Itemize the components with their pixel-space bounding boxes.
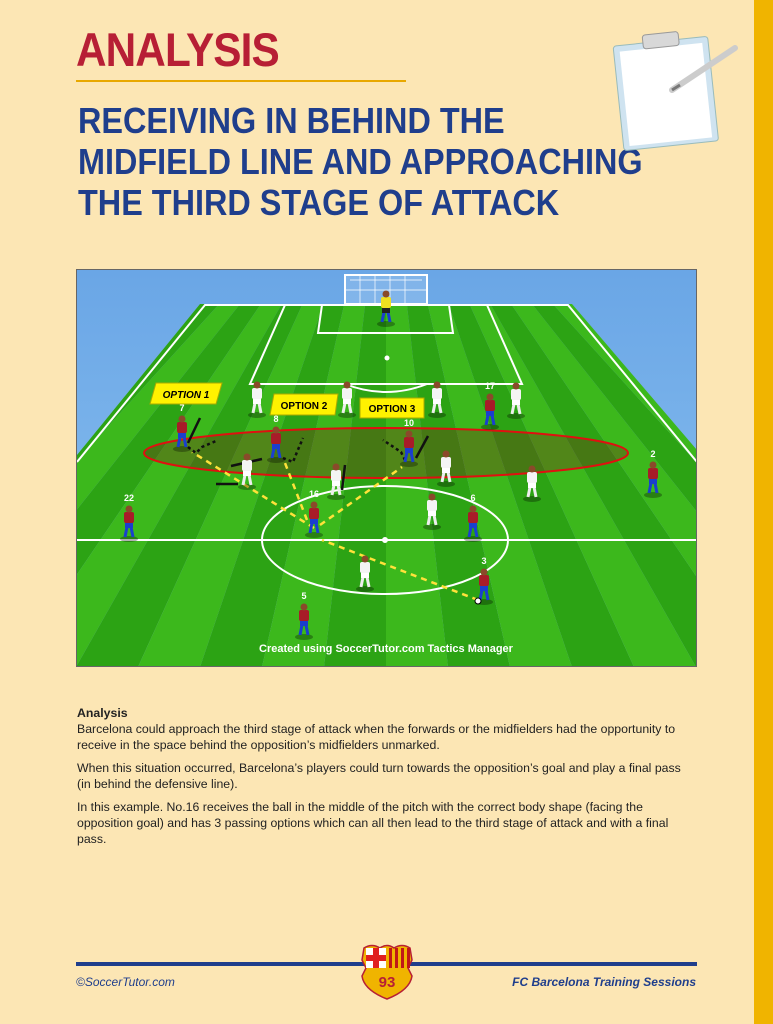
pass-line bbox=[321, 538, 479, 602]
opponent-player bbox=[327, 463, 345, 500]
opponent-player bbox=[437, 450, 455, 487]
opponent-player bbox=[248, 381, 266, 418]
pitch-stripe bbox=[77, 304, 267, 667]
barcelona-crest-icon: 93 bbox=[361, 944, 413, 1000]
opponent-player bbox=[423, 493, 441, 530]
tactics-diagram: 7 8 10 17 2 22 16 6 3 5 OPTION 1 OPTION … bbox=[76, 269, 698, 667]
players: 7 8 10 17 2 22 16 6 3 5 bbox=[120, 290, 662, 640]
pitch-stripe bbox=[324, 304, 386, 667]
player-number: 22 bbox=[124, 493, 134, 503]
pitch-stripe bbox=[386, 304, 448, 667]
pitch-stripe bbox=[420, 304, 572, 667]
player-number: 10 bbox=[404, 418, 414, 428]
opponent-player bbox=[338, 381, 356, 418]
player-number: 5 bbox=[301, 591, 306, 601]
opponent-player bbox=[507, 382, 525, 419]
opponent-player bbox=[238, 453, 256, 490]
pitch-stripe bbox=[522, 304, 697, 667]
player-number: 16 bbox=[309, 489, 319, 499]
paragraph: In this example. No.16 receives the ball… bbox=[77, 800, 669, 846]
pitch-stripe bbox=[262, 304, 369, 667]
barcelona-player bbox=[644, 461, 662, 498]
player-number: 3 bbox=[481, 556, 486, 566]
opponent-player bbox=[428, 381, 446, 418]
opponent-player bbox=[356, 555, 374, 592]
pitch-stripe bbox=[138, 304, 335, 667]
clipboard-icon bbox=[612, 31, 738, 151]
analysis-heading: Analysis bbox=[77, 706, 128, 720]
pass-line bbox=[319, 465, 403, 527]
ball bbox=[474, 597, 482, 605]
barcelona-player bbox=[464, 505, 482, 542]
pitch-svg: 7 8 10 17 2 22 16 6 3 5 OPTION 1 OPTION … bbox=[76, 270, 698, 667]
page-title: RECEIVING IN BEHIND THE MIDFIELD LINE AN… bbox=[78, 100, 643, 223]
paragraph: Barcelona could approach the third stage… bbox=[77, 722, 676, 752]
barcelona-player bbox=[120, 505, 138, 542]
footer-copyright: ©SoccerTutor.com bbox=[76, 975, 175, 989]
player-number: 6 bbox=[470, 493, 475, 503]
option-3-label: OPTION 3 bbox=[369, 404, 416, 415]
pitch-stripe bbox=[77, 304, 301, 667]
barcelona-player bbox=[295, 603, 313, 640]
page-number: 93 bbox=[379, 974, 396, 991]
analysis-text: Analysis Barcelona could approach the th… bbox=[77, 705, 697, 854]
pitch-stripe bbox=[200, 304, 352, 667]
section-title: ANALYSIS bbox=[76, 23, 280, 76]
paragraph: When this situation occurred, Barcelona’… bbox=[77, 761, 681, 791]
option-labels: OPTION 1 OPTION 2 OPTION 3 bbox=[149, 382, 425, 419]
barcelona-player bbox=[481, 393, 499, 430]
barcelona-player bbox=[400, 430, 418, 467]
option-2-label: OPTION 2 bbox=[281, 401, 328, 412]
barcelona-player bbox=[173, 415, 191, 452]
pitch-stripe bbox=[505, 304, 697, 667]
footer-book-title: FC Barcelona Training Sessions bbox=[512, 975, 696, 989]
pitch-stripe bbox=[437, 304, 634, 667]
pitch-stripe bbox=[403, 304, 510, 667]
pitch-stripe bbox=[77, 304, 284, 667]
option-1-label: OPTION 1 bbox=[163, 390, 210, 401]
diagram-credit: Created using SoccerTutor.com Tactics Ma… bbox=[259, 643, 514, 655]
goalkeeper bbox=[377, 290, 395, 327]
midfield-zone bbox=[143, 427, 629, 479]
player-number: 7 bbox=[179, 403, 184, 413]
pass-line bbox=[191, 450, 315, 530]
opponent-player bbox=[523, 465, 541, 502]
barcelona-player bbox=[267, 426, 285, 463]
player-number: 17 bbox=[485, 381, 495, 391]
pass-lines bbox=[191, 450, 479, 602]
right-edge-bar bbox=[754, 0, 773, 1024]
player-number: 2 bbox=[650, 449, 655, 459]
player-number: 8 bbox=[273, 414, 278, 424]
barcelona-player bbox=[305, 501, 323, 538]
pitch-stripe bbox=[471, 304, 697, 667]
title-divider bbox=[76, 80, 406, 82]
